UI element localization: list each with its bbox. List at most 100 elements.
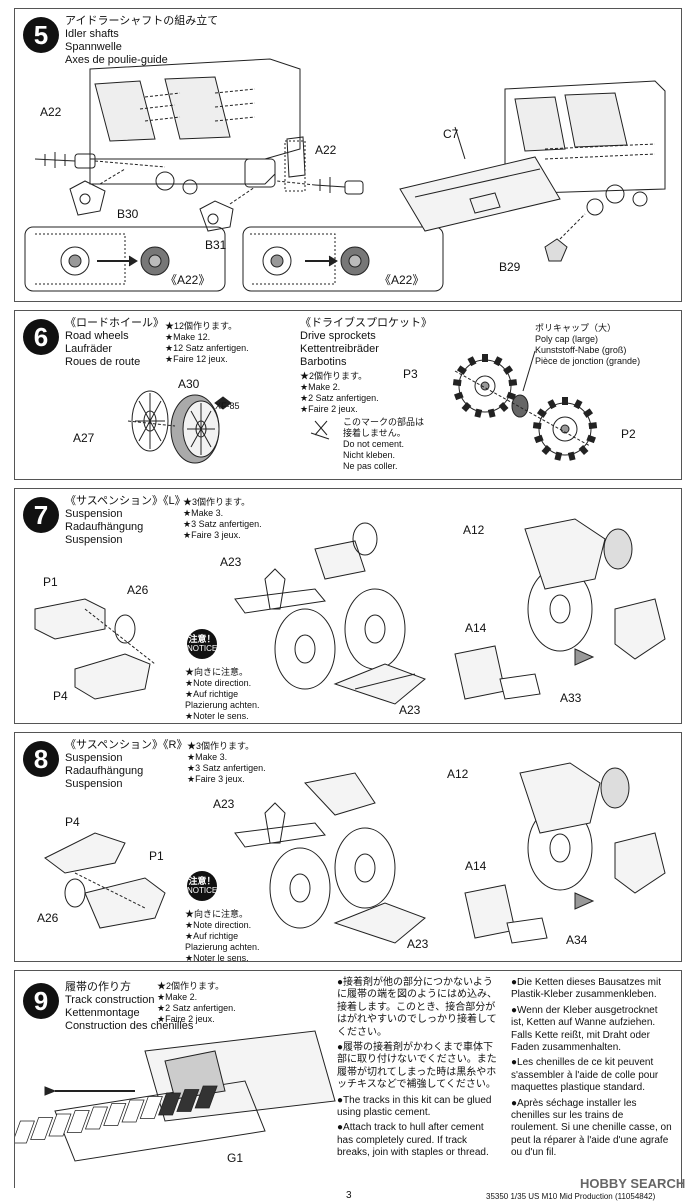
note-line: Plazierung achten.	[185, 942, 260, 952]
qty-line: ★Make 3.	[187, 752, 228, 762]
no-cement-note: このマークの部品は 接着しません。 Do not cement. Nicht k…	[343, 417, 424, 472]
title-fr: Construction des chenilles	[65, 1020, 194, 1032]
step-8-illustration	[44, 762, 666, 944]
label-a30: A30	[178, 377, 200, 391]
step-9-illustration	[15, 1030, 336, 1162]
label-g1: G1	[227, 1151, 244, 1165]
qty-line: ★Faire 12 jeux.	[165, 354, 228, 364]
title-en: Track construction	[65, 994, 155, 1006]
label-a34: A34	[566, 933, 588, 947]
qty-line: ★3個作ります。	[187, 741, 255, 751]
note-line: ★Auf richtige	[185, 689, 239, 699]
sprocket-tooth	[573, 399, 583, 410]
track-link	[84, 1106, 109, 1130]
track-link	[66, 1110, 90, 1133]
qty-line: ★12個作ります。	[165, 321, 238, 331]
qty-line: ★2個作ります。	[300, 371, 368, 381]
qty-line: ★Faire 3 jeux.	[183, 530, 241, 540]
sprocket-tooth	[583, 408, 594, 418]
qty-line: ★2 Satz anfertigen.	[157, 1003, 236, 1013]
step-5-panel: 5 アイドラーシャフトの組み立て Idler shafts Spannwelle…	[14, 8, 682, 302]
instruction-fr-2: ●Après séchage installer les chenilles s…	[511, 1097, 672, 1159]
label-a26: A26	[127, 583, 149, 597]
label-p1: P1	[43, 575, 58, 589]
qty-line: ★3個作ります。	[183, 497, 251, 507]
product-code: 35350 1/35 US M10 Mid Production (110548…	[486, 1192, 656, 1201]
label-a23-bottom: A23	[407, 937, 429, 951]
road-wheels-quantity: ★12個作ります。 ★Make 12. ★12 Satz anfertigen.…	[165, 321, 249, 365]
sprocket-tooth	[452, 379, 462, 387]
qty-line: ★Make 2.	[300, 382, 341, 392]
label-a14: A14	[465, 621, 487, 635]
instructions-de-fr: ●Die Ketten dieses Bausatzes mit Plastik…	[511, 977, 673, 1163]
step-quantity: ★3個作ります。 ★Make 3. ★3 Satz anfertigen. ★F…	[183, 497, 262, 541]
sprocket-tooth	[547, 399, 557, 410]
sprocket-tooth	[503, 365, 514, 375]
drive-sprockets-quantity: ★2個作ります。 ★Make 2. ★2 Satz anfertigen. ★F…	[300, 371, 379, 415]
sprocket-tooth	[487, 408, 496, 418]
title-ja: アイドラーシャフトの組み立て	[65, 15, 219, 27]
title-en: Idler shafts	[65, 28, 119, 40]
label-p4: P4	[65, 815, 80, 829]
instruction-de-1: ●Die Ketten dieses Bausatzes mit Plastik…	[511, 977, 661, 1001]
notice-ja: 注意！	[188, 634, 216, 644]
label-inset-right: 《A22》	[379, 273, 425, 287]
track-link	[30, 1117, 54, 1140]
title-fr: Roues de route	[65, 356, 141, 368]
track-link	[103, 1103, 127, 1126]
instruction-en-1: ●The tracks in this kit can be glued usi…	[337, 1094, 492, 1119]
page-number: 3	[346, 1190, 352, 1201]
title-ja: 《ロードホイール》	[65, 317, 164, 329]
step-8-panel: 8 《サスペンション》《R》 Suspension Radaufhängung …	[14, 732, 682, 963]
label-a12: A12	[447, 767, 469, 781]
label-a27: A27	[73, 431, 95, 445]
drive-sprockets-title: 《ドライブスプロケット》 Drive sprockets Kettentreib…	[300, 317, 432, 369]
title-de: Kettentreibräder	[300, 343, 379, 355]
note-line: 接着しません。	[343, 428, 406, 438]
note-line: Kunststoff-Nabe (groß)	[535, 345, 627, 355]
title-fr: Barbotins	[300, 356, 347, 368]
title-en: Road wheels	[65, 330, 129, 342]
note-line: ★Note direction.	[185, 678, 252, 688]
sprocket-tooth	[474, 408, 483, 418]
label-a23-top: A23	[220, 555, 242, 569]
title-ja: 履帯の作り方	[65, 981, 131, 993]
track-link	[176, 1089, 200, 1112]
label-b31: B31	[205, 238, 227, 252]
title-de: Kettenmontage	[65, 1007, 140, 1019]
label-a22-left: A22	[40, 105, 62, 119]
notice-ja: 注意！	[188, 876, 216, 886]
instructions-ja: ●接着剤が他の部分につかないように履帯の端を図のようにはめ込み、接着します。この…	[337, 977, 497, 1163]
qty-line: ★Make 12.	[165, 332, 211, 342]
sprocket-tooth	[586, 434, 596, 444]
sprocket-tooth	[506, 391, 516, 401]
step-quantity: ★3個作ります。 ★Make 3. ★3 Satz anfertigen. ★F…	[187, 741, 266, 785]
qty-line: ★3 Satz anfertigen.	[183, 519, 262, 529]
track-link	[194, 1085, 218, 1109]
title-de: Spannwelle	[65, 41, 122, 53]
instruction-ja-2: ●履帯の接着剤がかわくまで車体下部に取り付けないでください。また履帯が切れてしま…	[337, 1042, 497, 1091]
note-line: ★Noter le sens.	[185, 711, 249, 721]
sprocket-tooth	[536, 408, 547, 418]
step-5-illustration	[24, 58, 666, 292]
sprocket-tooth	[482, 354, 488, 362]
title-en: Suspension	[65, 752, 123, 764]
sprocket-tooth	[554, 451, 563, 461]
title-de: Radaufhängung	[65, 765, 144, 777]
qty-line: ★Make 3.	[183, 508, 224, 518]
note-line: ★Noter le sens.	[185, 953, 249, 963]
label-a22-right: A22	[315, 143, 337, 157]
title-ja: 《サスペンション》《L》	[65, 495, 186, 507]
label-b29: B29	[499, 260, 521, 274]
road-wheels-title: 《ロードホイール》 Road wheels Laufräder Roues de…	[65, 317, 164, 369]
label-inset-left: 《A22》	[165, 273, 211, 287]
step-title: 《サスペンション》《R》 Suspension Radaufhängung Su…	[65, 739, 187, 791]
track-link	[139, 1096, 163, 1119]
poly-cap-note: ポリキャップ（大） Poly cap (large) Kunststoff-Na…	[535, 323, 640, 367]
label-a12: A12	[463, 523, 485, 537]
instruction-de-2: ●Wenn der Kleber ausgetrocknet ist, Kett…	[511, 1004, 658, 1054]
step-9-panel: 9 履帯の作り方 Track construction Kettenmontag…	[14, 970, 682, 1188]
sprocket-tooth	[467, 356, 477, 367]
title-fr: Axes de poulie-guide	[65, 54, 168, 66]
note-line: ★向きに注意。	[185, 909, 249, 919]
